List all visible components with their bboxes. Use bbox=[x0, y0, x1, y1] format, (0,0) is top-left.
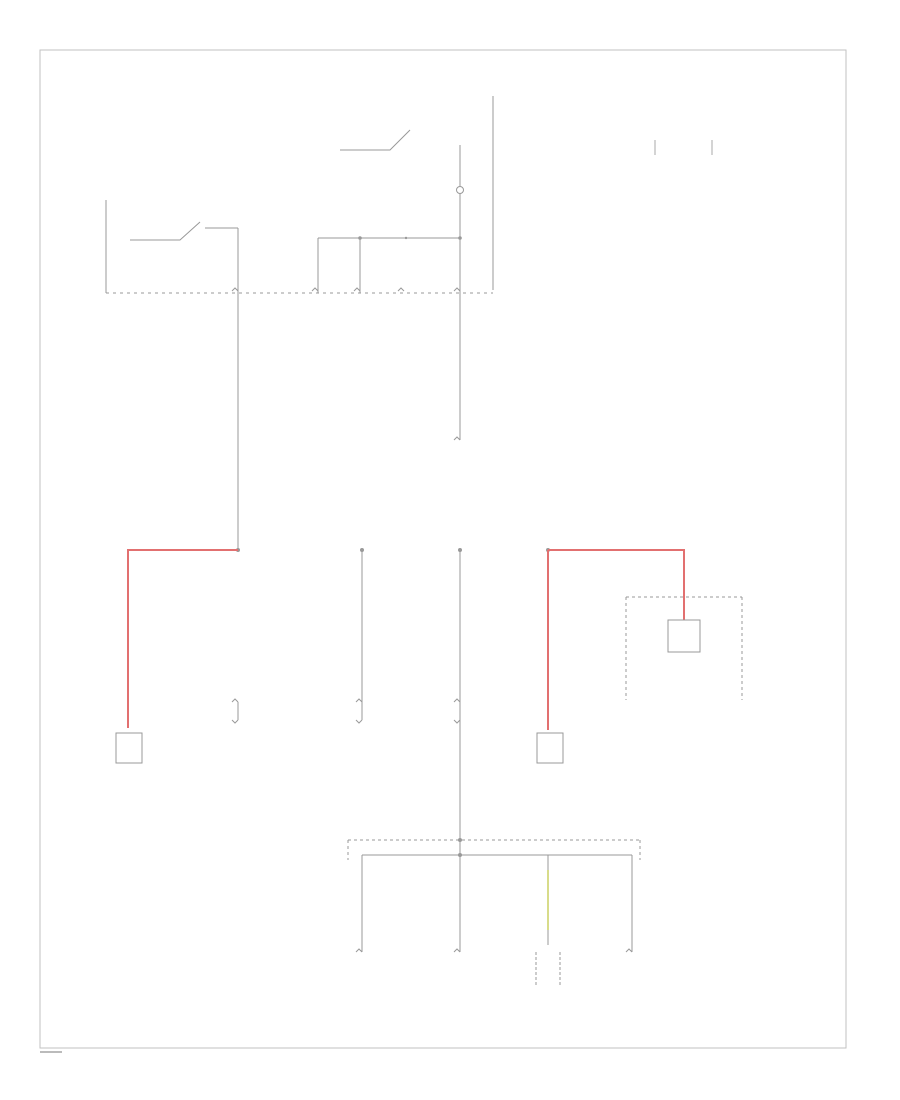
splice-node bbox=[458, 838, 462, 842]
splice-node bbox=[458, 853, 462, 857]
middle-wiring bbox=[361, 550, 461, 952]
component-connectors bbox=[231, 698, 461, 724]
red-wires bbox=[127, 549, 685, 730]
top-wiring bbox=[130, 129, 461, 550]
lower-wiring bbox=[361, 854, 633, 952]
speed-sensor-component bbox=[535, 952, 561, 985]
diagram-border bbox=[39, 49, 847, 1049]
left-solenoid-component bbox=[115, 732, 143, 764]
diagram-id-box bbox=[654, 140, 713, 155]
fuse-box-outline bbox=[105, 96, 494, 294]
splice-node bbox=[458, 236, 462, 240]
middle-nodes bbox=[236, 548, 550, 552]
right-actuator-component bbox=[536, 732, 564, 764]
control-unit-inner-component bbox=[667, 619, 701, 653]
splice-node bbox=[358, 236, 362, 240]
lower-splice-outline bbox=[347, 839, 641, 860]
fuse-connector-markers bbox=[231, 287, 461, 441]
splice-node bbox=[404, 236, 408, 240]
fuse-symbol bbox=[456, 186, 464, 194]
lower-connectors bbox=[355, 948, 633, 953]
control-unit-outline bbox=[625, 596, 743, 700]
